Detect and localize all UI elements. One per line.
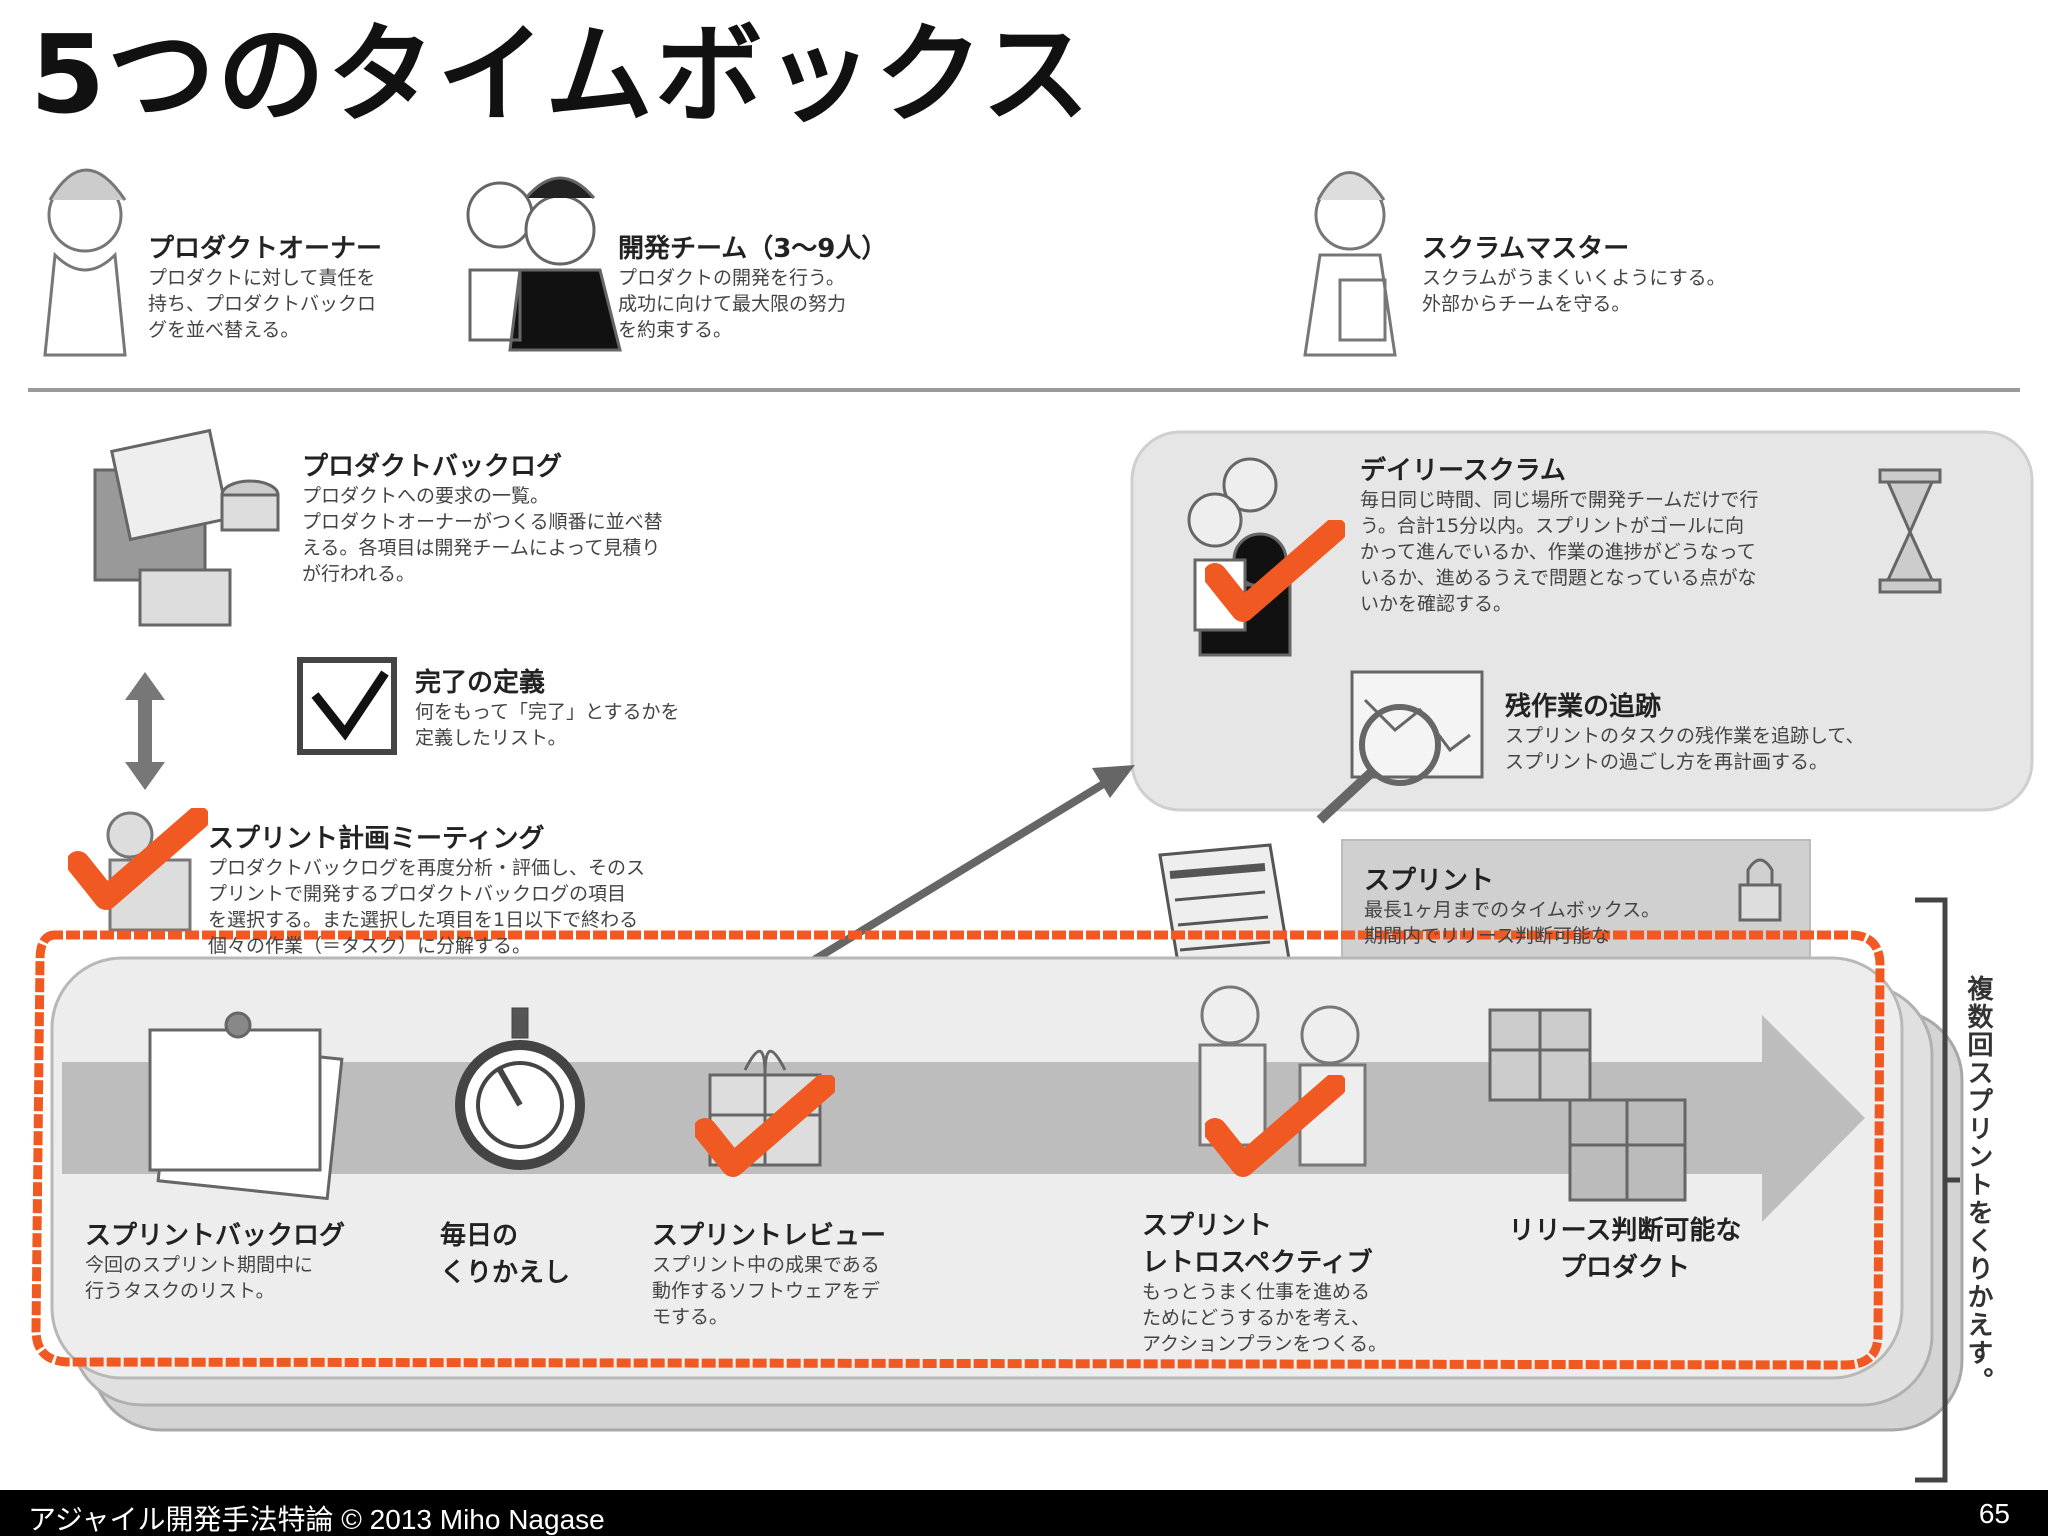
artifact-desc-line: もっとうまく仕事を進める (1142, 1281, 1371, 1303)
definition-of-done-icon (297, 657, 397, 755)
burndown-text: 残作業の追跡 スプリントのタスクの残作業を追跡して、 スプリントの過ごし方を再計… (1505, 686, 1955, 775)
artifact-title: 完了の定義 (415, 668, 546, 698)
product-owner-illustration (43, 168, 127, 357)
sprint-review-text: スプリントレビュー スプリント中の成果である 動作するソフトウェアをデ モする。 (652, 1215, 972, 1330)
page-number: 65 (1978, 1498, 2010, 1529)
artifact-desc-line: いかを確認する。 (1360, 593, 1513, 615)
daily-scrum-text: デイリースクラム 毎日同じ時間、同じ場所で開発チームだけで行 う。合計15分以内… (1360, 450, 1860, 617)
artifact-desc-line: プリントで開発するプロダクトバックログの項目 (208, 883, 627, 905)
role-desc-line: プロダクトに対して責任を (148, 267, 376, 289)
definition-of-done-text: 完了の定義 何をもって「完了」とするかを 定義したリスト。 (415, 662, 755, 751)
artifact-desc-line: モする。 (652, 1306, 729, 1328)
artifact-desc-line: 今回のスプリント期間中に (85, 1254, 314, 1276)
highlight-box (31, 930, 1885, 1370)
scrum-diagram (28, 168, 2034, 1483)
artifact-desc-line: 個々の作業（＝タスク）に分解する。 (208, 935, 532, 957)
slide-title: 5つのタイムボックス (30, 13, 1092, 138)
sprint-text: スプリント 最長1ヶ月までのタイムボックス。 期間内でリリース判断可能な (1364, 860, 1794, 949)
artifact-desc-line: 期間内でリリース判断可能な (1364, 925, 1611, 947)
check-icon (68, 808, 208, 910)
product-backlog-illustration (93, 428, 280, 627)
artifact-desc-line: 毎日同じ時間、同じ場所で開発チームだけで行 (1360, 489, 1759, 511)
role-title: 開発チーム（3〜9人） (618, 234, 888, 264)
artifact-desc-line: が行われる。 (302, 563, 416, 585)
footer-bar: アジャイル開発手法特論 © 2013 Miho Nagase 65 (0, 1490, 2048, 1536)
footer-text: アジャイル開発手法特論 © 2013 Miho Nagase (28, 1504, 605, 1535)
artifact-desc-line: を選択する。また選択した項目を1日以下で終わる (208, 909, 639, 931)
role-desc-line: プロダクトの開発を行う。 (618, 267, 845, 289)
role-dev-team: 開発チーム（3〜9人） プロダクトの開発を行う。 成功に向けて最大限の努力 を約… (618, 228, 948, 343)
check-icon (695, 1075, 835, 1177)
artifact-desc-line: プロダクトへの要求の一覧。 (302, 485, 550, 507)
artifact-desc-line: いるか、進めるうえで問題となっている点がな (1360, 567, 1757, 589)
artifact-title: 残作業の追跡 (1505, 692, 1662, 722)
scrum-master-illustration (1303, 171, 1397, 357)
lock-icon (1738, 858, 1782, 922)
product-backlog-text: プロダクトバックログ プロダクトへの要求の一覧。 プロダクトオーナーがつくる順番… (302, 446, 782, 587)
role-desc-line: 持ち、プロダクトバックロ (148, 293, 377, 315)
hourglass-icon (1878, 468, 1942, 594)
artifact-title: 毎日の くりかえし (440, 1221, 571, 1288)
calendar-icon (1158, 843, 1292, 977)
artifact-desc-line: プロダクトバックログを再度分析・評価し、そのス (208, 857, 646, 879)
artifact-title: デイリースクラム (1360, 456, 1566, 486)
check-icon (1205, 1075, 1345, 1177)
double-arrow-icon (125, 672, 165, 790)
role-desc-line: を約束する。 (618, 319, 733, 341)
role-product-owner: プロダクトオーナー プロダクトに対して責任を 持ち、プロダクトバックロ グを並べ… (148, 228, 448, 343)
artifact-desc-line: 最長1ヶ月までのタイムボックス。 (1364, 899, 1661, 921)
artifact-desc-line: 定義したリスト。 (415, 727, 567, 749)
artifact-desc-line: スプリント中の成果である (652, 1254, 880, 1276)
repeat-sprints-label: 複数回スプリントをくりかえす。 (1963, 975, 1993, 1395)
artifact-desc-line: アクションプランをつくる。 (1142, 1333, 1388, 1355)
role-desc-line: 成功に向けて最大限の努力 (618, 293, 847, 315)
sprint-backlog-text: スプリントバックログ 今回のスプリント期間中に 行うタスクのリスト。 (85, 1215, 405, 1304)
dev-team-illustration (466, 176, 622, 352)
release-text: リリース判断可能な プロダクト (1480, 1210, 1770, 1284)
artifact-desc-line: 動作するソフトウェアをデ (652, 1280, 881, 1302)
role-title: プロダクトオーナー (148, 234, 383, 264)
artifact-desc-line: える。各項目は開発チームによって見積り (302, 537, 661, 559)
artifact-title: プロダクトバックログ (302, 452, 563, 482)
artifact-desc-line: 何をもって「完了」とするかを (415, 701, 680, 723)
sprint-backlog-illustration (148, 1011, 344, 1201)
release-gift-icon (1488, 1008, 1687, 1202)
artifact-title: スプリント (1364, 866, 1495, 896)
stopwatch-icon (455, 1007, 585, 1170)
artifact-desc-line: プロダクトオーナーがつくる順番に並べ替 (302, 511, 663, 533)
retrospective-text: スプリント レトロスペクティブ もっとうまく仕事を進める ためにどうするかを考え… (1142, 1205, 1482, 1357)
sprint-planning-text: スプリント計画ミーティング プロダクトバックログを再度分析・評価し、そのス プリ… (208, 818, 748, 959)
check-icon (1205, 520, 1345, 622)
role-desc-line: グを並べ替える。 (148, 319, 300, 341)
artifact-title: リリース判断可能な プロダクト (1508, 1216, 1742, 1283)
role-scrum-master: スクラムマスター スクラムがうまくいくようにする。 外部からチームを守る。 (1422, 228, 1842, 317)
burndown-chart-illustration (1316, 670, 1484, 824)
artifact-title: スプリント レトロスペクティブ (1142, 1211, 1373, 1278)
artifact-desc-line: スプリントのタスクの残作業を追跡して、 (1505, 725, 1865, 747)
artifact-desc-line: かって進んでいるか、作業の進捗がどうなって (1360, 541, 1756, 563)
artifact-desc-line: スプリントの過ごし方を再計画する。 (1505, 751, 1829, 773)
artifact-desc-line: 行うタスクのリスト。 (85, 1280, 275, 1302)
artifact-desc-line: う。合計15分以内。スプリントがゴールに向 (1360, 515, 1745, 537)
artifact-title: スプリントバックログ (85, 1221, 346, 1251)
role-title: スクラムマスター (1422, 234, 1630, 264)
role-desc-line: スクラムがうまくいくようにする。 (1422, 267, 1726, 289)
daily-repeat-text: 毎日の くりかえし (440, 1215, 610, 1289)
artifact-title: スプリントレビュー (652, 1221, 887, 1251)
artifact-title: スプリント計画ミーティング (208, 824, 545, 854)
artifact-desc-line: ためにどうするかを考え、 (1142, 1307, 1371, 1329)
role-desc-line: 外部からチームを守る。 (1422, 293, 1631, 315)
